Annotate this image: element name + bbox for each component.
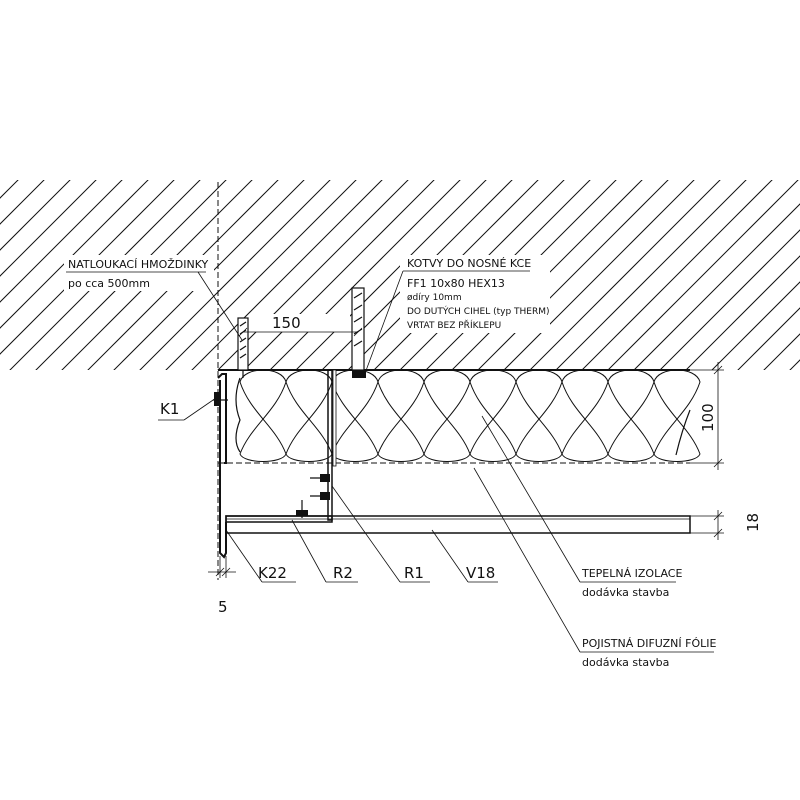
leader-lines — [66, 270, 714, 653]
natloukaci-label-bg — [64, 255, 214, 291]
r2-screw — [296, 500, 308, 518]
r1-label: R1 — [404, 564, 424, 582]
kotvy-title: KOTVY DO NOSNÉ KCE — [407, 257, 531, 270]
hatch-line — [503, 180, 695, 370]
k22-profile — [219, 380, 227, 559]
structural-anchor — [351, 287, 366, 378]
k1-fastener — [214, 392, 220, 406]
kotvy-line4: VRTAT BEZ PŘÍKLEPU — [407, 319, 501, 331]
hatch-line — [529, 180, 721, 370]
hatch-line — [295, 180, 487, 370]
insulation-wave — [331, 369, 379, 462]
hatch-line — [737, 307, 800, 370]
dim-150-bg — [250, 314, 350, 332]
hatch-line — [685, 255, 800, 370]
hatch-line — [763, 333, 800, 370]
insulation-wave — [377, 369, 425, 462]
insulation-right-end — [675, 409, 691, 456]
k1-profile — [217, 373, 227, 464]
hatch-line — [711, 281, 800, 370]
insulation-wave — [423, 369, 471, 462]
insulation-wave — [469, 369, 517, 462]
kotvy-label-bg — [400, 255, 550, 333]
hatch-line — [633, 203, 800, 370]
insulation-wave — [515, 369, 563, 462]
kotvy-line2: ødíry 10mm — [407, 293, 462, 303]
k1-label: K1 — [160, 400, 179, 418]
k22-label: K22 — [258, 564, 287, 582]
insulation-wave — [607, 369, 655, 462]
insulation-wave — [239, 369, 287, 462]
dimension-5: 5 — [208, 556, 236, 616]
dim-100-text: 100 — [699, 403, 717, 432]
r2-label: R2 — [333, 564, 353, 582]
hatch-line — [0, 180, 149, 329]
insulation-wave — [561, 369, 609, 462]
hatch-line — [477, 180, 669, 370]
tepelna-title: TEPELNÁ IZOLACE — [581, 567, 682, 580]
natloukaci-sub: po cca 500mm — [68, 277, 150, 290]
hammer-dowel — [237, 317, 249, 378]
hatch-line — [0, 180, 123, 303]
thermal-insulation — [239, 369, 701, 462]
hatch-line — [139, 180, 331, 370]
r1-screws — [310, 474, 330, 500]
kotvy-line3: DO DUTÝCH CIHEL (typ THERM) — [407, 305, 550, 317]
hatch-line — [659, 229, 800, 370]
dim-18-text: 18 — [744, 513, 762, 532]
dimension-100: 100 — [690, 362, 724, 470]
hatch-line — [243, 180, 435, 370]
hatch-line — [269, 180, 461, 370]
hatch-line — [217, 180, 409, 370]
hatch-line — [607, 180, 799, 370]
hatch-line — [0, 180, 97, 277]
dimension-150: 150 — [238, 314, 363, 337]
r1-insulation-gap — [332, 369, 337, 467]
insulation-wave — [285, 369, 333, 462]
pojistna-sub: dodávka stavba — [582, 656, 669, 669]
tepelna-sub: dodávka stavba — [582, 586, 669, 599]
hatch-line — [165, 180, 357, 370]
pojistna-title: POJISTNÁ DIFUZNÍ FÓLIE — [582, 637, 716, 650]
insulation-left-cap — [235, 377, 241, 453]
dimension-18: 18 — [690, 510, 762, 540]
insulation-wave — [653, 369, 701, 462]
dim-150-text: 150 — [272, 314, 301, 332]
v18-panel — [225, 515, 691, 534]
dim-5-text: 5 — [218, 598, 228, 616]
hatch-line — [0, 180, 45, 225]
hatch-line — [0, 180, 71, 251]
hatch-line — [191, 180, 383, 370]
hatch-line — [555, 180, 747, 370]
v18-label: V18 — [466, 564, 495, 582]
hatch-line — [789, 359, 800, 370]
kotvy-line1: FF1 10x80 HEX13 — [407, 277, 505, 290]
natloukaci-title: NATLOUKACÍ HMOŽDINKY — [68, 258, 209, 271]
r1-bracket — [327, 369, 333, 521]
hatch-line — [581, 180, 773, 370]
